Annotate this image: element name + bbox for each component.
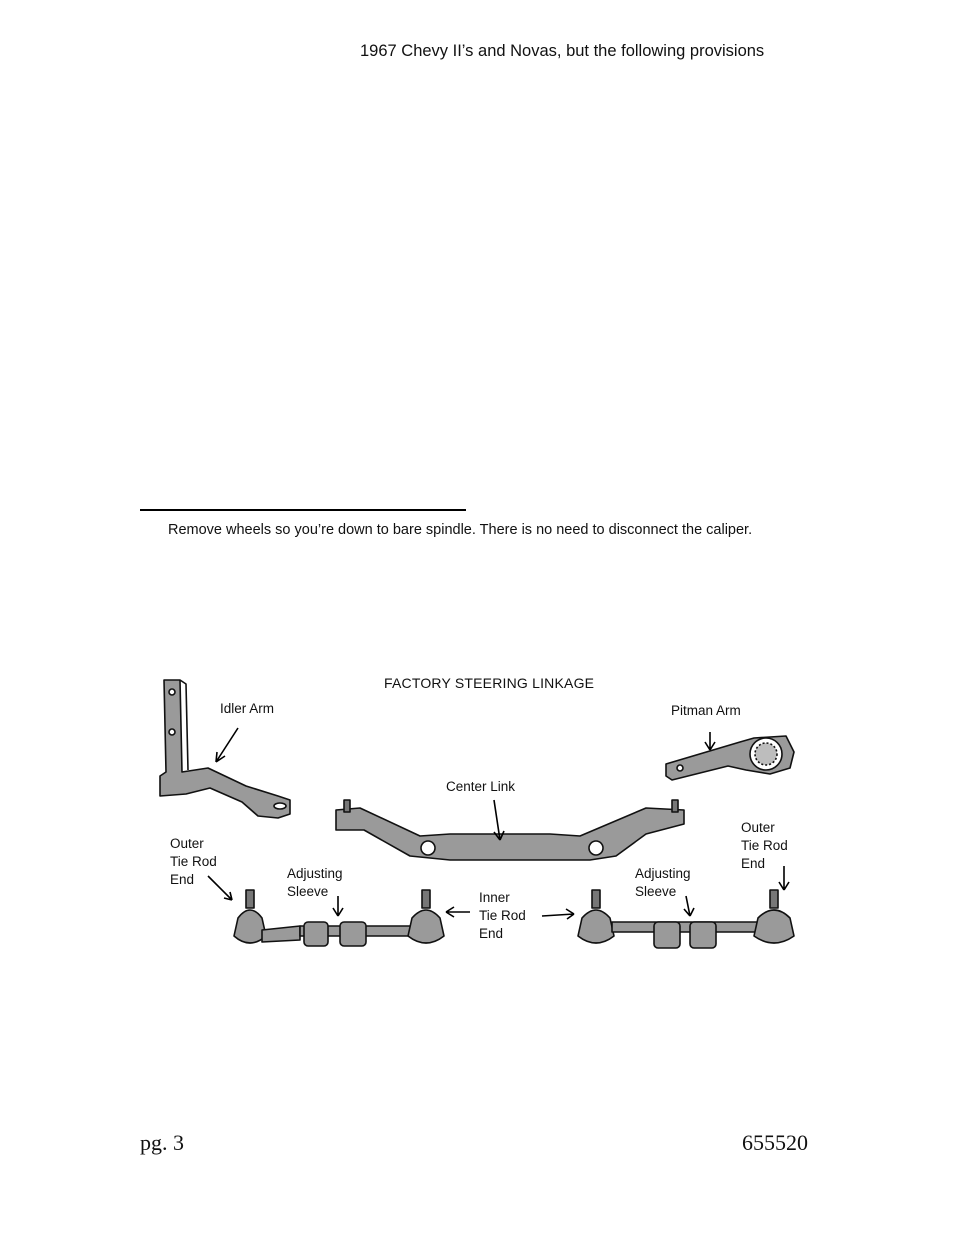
label-adjusting-sleeve-right: Adjusting Sleeve	[635, 866, 691, 899]
label-outer-tie-rod-left: Outer Tie Rod End	[170, 836, 217, 887]
label-inner-tie-rod: Inner Tie Rod End	[479, 890, 526, 941]
right-tie-rod-part	[577, 889, 795, 949]
part-number: 655520	[742, 1130, 808, 1155]
label-adjusting-sleeve-left: Adjusting Sleeve	[287, 866, 343, 899]
steering-linkage-figure: FACTORY STEERING LINKAGE Idler Arm Pitma…	[150, 660, 810, 960]
footnote-divider	[140, 509, 466, 511]
callout-arrows	[207, 727, 790, 920]
idler-arm-part	[159, 679, 291, 819]
footnote-text: Remove wheels so you’re down to bare spi…	[168, 522, 753, 538]
left-tie-rod-part	[233, 889, 445, 947]
label-pitman-arm: Pitman Arm	[671, 703, 741, 718]
pitman-arm-part	[665, 735, 795, 781]
header-text: 1967 Chevy II’s and Novas, but the follo…	[360, 42, 765, 60]
figure-title: FACTORY STEERING LINKAGE	[384, 675, 595, 691]
label-idler-arm: Idler Arm	[220, 701, 275, 716]
label-center-link: Center Link	[446, 779, 516, 794]
label-outer-tie-rod-right: Outer Tie Rod End	[741, 820, 788, 871]
page-number: pg. 3	[140, 1130, 184, 1155]
steering-linkage-drawing	[159, 679, 795, 949]
center-link-part	[335, 799, 685, 861]
